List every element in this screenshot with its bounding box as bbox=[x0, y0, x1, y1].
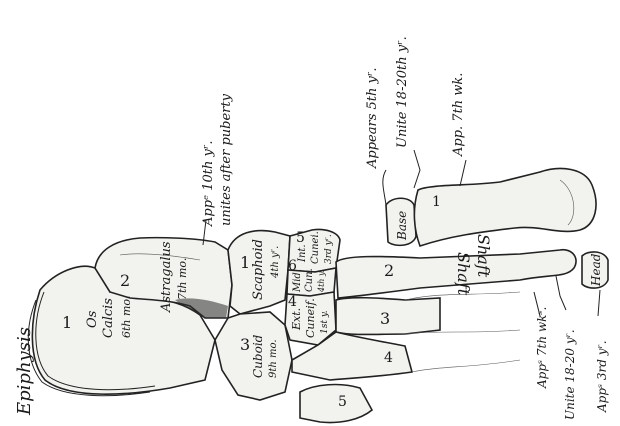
scaphoid-label: Scaphoid bbox=[251, 239, 266, 300]
int-cuneif-label-2: Cunei. bbox=[310, 231, 321, 264]
numeral-mid-cuneif: 6 bbox=[288, 258, 297, 274]
app-7th-wk-label: App. 7th wk. bbox=[451, 73, 466, 157]
cuboid-label: Cuboid bbox=[251, 334, 265, 378]
ext-cuneif-label: Ext. bbox=[290, 308, 303, 331]
numeral-meta-5: 5 bbox=[338, 394, 347, 410]
numeral-int-cuneif: 5 bbox=[296, 230, 305, 246]
os-calcis-time: 6th mo. bbox=[120, 296, 133, 338]
numeral-meta-1: 1 bbox=[432, 194, 441, 210]
ext-cuneif-time: 1st y. bbox=[320, 310, 330, 334]
numeral-meta-2: 2 bbox=[384, 261, 394, 280]
astragalus-label: Astragalus bbox=[159, 241, 174, 313]
int-cuneif-label: Int. bbox=[297, 244, 308, 263]
base-label: Base bbox=[395, 211, 409, 241]
cuboid-time: 9th mo. bbox=[268, 339, 279, 378]
os-calcis-label-2: Calcis bbox=[101, 298, 116, 338]
ext-cuneif-label-2: Cuneif. bbox=[304, 298, 317, 338]
numeral-ext-cuneif: 4 bbox=[288, 294, 297, 310]
mid-cuneif-time: 4th y. bbox=[317, 270, 326, 293]
epiphysis-label: Epiphysis bbox=[14, 327, 35, 416]
os-calcis-label: Os bbox=[85, 310, 100, 328]
app-10th-label: Appᵉ 10th yʳ. bbox=[201, 141, 216, 227]
numeral-astragalus: 2 bbox=[120, 271, 130, 290]
app-3rd-label: Appˢ 3rd yʳ. bbox=[595, 340, 609, 413]
fifth-metatarsal bbox=[300, 385, 372, 423]
unite-18-20-label: Unite 18-20th yʳ. bbox=[395, 36, 410, 148]
numeral-meta-3: 3 bbox=[380, 309, 390, 328]
numeral-meta-4: 4 bbox=[384, 350, 393, 366]
int-cuneif-time: 3rd yʳ. bbox=[324, 234, 334, 264]
numeral-calcis: 1 bbox=[62, 313, 72, 332]
unite-18-20-label-2: Unite 18-20 yʳ. bbox=[563, 329, 577, 420]
numeral-cuboid: 3 bbox=[240, 335, 250, 354]
mid-cuneif-label-2: Cun. bbox=[304, 268, 315, 292]
shaft1-label: Shaft bbox=[474, 234, 493, 278]
astragalus-time: 7th mo. bbox=[176, 258, 189, 300]
numeral-scaphoid: 1 bbox=[240, 253, 250, 272]
shaft2-label: Shaft bbox=[454, 252, 473, 296]
scaphoid-time: 4th yʳ. bbox=[270, 246, 281, 279]
first-metatarsal-shaft bbox=[414, 168, 596, 246]
unites-puberty-label: unites after puberty bbox=[219, 93, 234, 226]
app-7th-wks-label: Appˢ 7th wkˢ. bbox=[535, 307, 549, 389]
head-label: Head bbox=[589, 253, 603, 287]
appears-5th-label: Appears 5th yʳ. bbox=[365, 68, 380, 169]
